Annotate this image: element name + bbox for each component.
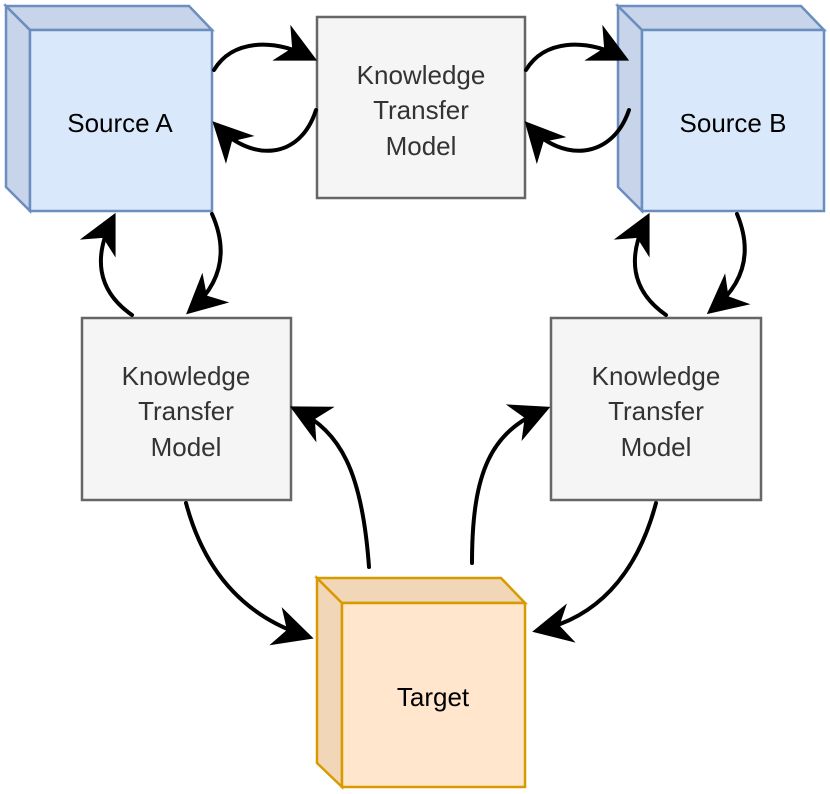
source-b-front (640, 28, 826, 213)
target-label: Target (397, 682, 470, 712)
arrow-source-b-to-ktm-top (524, 108, 631, 165)
ktm-top-node: Knowledge Transfer Model (315, 15, 527, 200)
ktm-top-label-line-1: Knowledge (357, 60, 486, 90)
arrow-target-to-ktm-left (289, 406, 371, 569)
arrow-ktm-right-to-source-b (613, 212, 668, 317)
arrow-source-a-to-ktm-top (212, 24, 318, 72)
ktm-left-box (80, 316, 293, 502)
ktm-left-label-line-1: Knowledge (122, 361, 251, 391)
source-a-node: Source A (2, 2, 215, 215)
ktm-right-box (549, 316, 763, 502)
arrow-ktm-top-to-source-b (524, 24, 630, 72)
target-front (340, 601, 527, 789)
ktm-right-label-line-1: Knowledge (592, 361, 721, 391)
arrow-ktm-left-to-source-a (79, 212, 134, 317)
source-b-label: Source B (680, 108, 787, 138)
arrow-target-to-ktm-right (470, 404, 551, 565)
source-a-top (2, 4, 215, 32)
ktm-left-label-line-2: Transfer (138, 396, 234, 426)
ktm-top-box (315, 15, 527, 200)
source-a-front (28, 28, 214, 213)
source-b-top (614, 4, 827, 32)
source-a-label: Source A (67, 108, 173, 138)
target-top (313, 576, 528, 605)
ktm-left-node: Knowledge Transfer Model (80, 316, 293, 502)
source-b-node: Source B (614, 2, 827, 215)
arrow-ktm-left-to-target (184, 501, 314, 646)
target-side (315, 574, 344, 790)
ktm-top-label-line-2: Transfer (373, 95, 469, 125)
arrow-source-a-to-ktm-left (186, 212, 230, 315)
ktm-right-label-line-2: Transfer (608, 396, 704, 426)
arrow-ktm-top-to-source-a (212, 108, 318, 164)
arrow-ktm-right-to-target (532, 501, 658, 643)
ktm-left-label-line-3: Model (151, 432, 222, 462)
ktm-top-label-line-3: Model (386, 131, 457, 161)
ktm-right-label-line-3: Model (621, 432, 692, 462)
arrow-source-b-to-ktm-right (706, 212, 751, 315)
target-node: Target (313, 574, 528, 790)
edges (79, 24, 751, 646)
ktm-right-node: Knowledge Transfer Model (549, 316, 763, 502)
source-a-side (4, 2, 32, 215)
